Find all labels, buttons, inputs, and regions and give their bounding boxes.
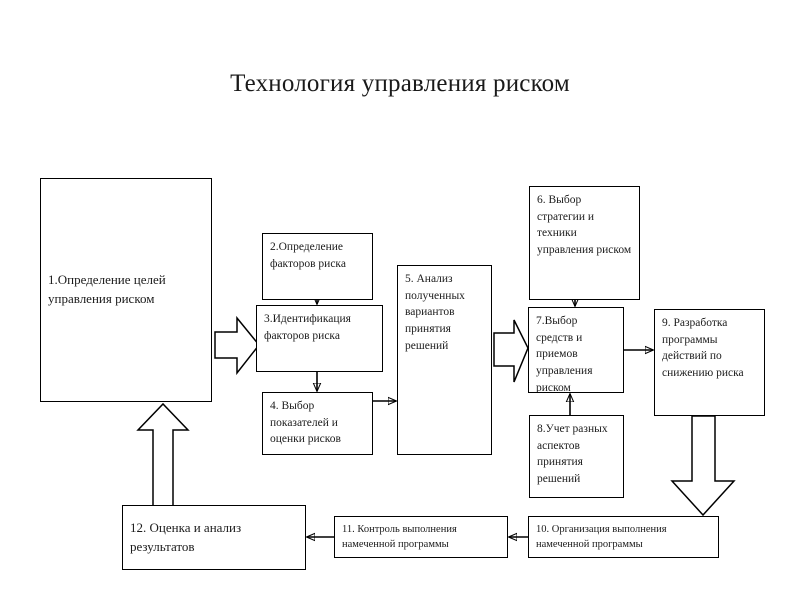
edge-1-to-3-block-arrow	[214, 315, 260, 376]
node-12-evaluate-and-analyze-results[interactable]: 12. Оценка и анализ результатов	[122, 505, 306, 570]
node-9-develop-risk-reduction-program[interactable]: 9. Разработка программы действий по сниж…	[654, 309, 765, 416]
node-2-label: 2.Определение факторов риска	[270, 241, 346, 270]
node-3-label: 3.Идентификация факторов риска	[264, 313, 351, 342]
node-7-label: 7.Выбор средств и приемов управления рис…	[536, 315, 593, 393]
node-7-select-risk-management-tools[interactable]: 7.Выбор средств и приемов управления рис…	[528, 307, 624, 393]
node-11-monitor-program-execution[interactable]: 11. Контроль выполнения намеченной прогр…	[334, 516, 508, 558]
node-1-label: 1.Определение целей управления риском	[48, 272, 166, 306]
node-6-label: 6. Выбор стратегии и техники управления …	[537, 194, 632, 257]
node-10-organize-program-execution[interactable]: 10. Организация выполнения намеченной пр…	[528, 516, 719, 558]
node-1-define-risk-management-goals[interactable]: 1.Определение целей управления риском	[40, 178, 212, 402]
node-10-label: 10. Организация выполнения намеченной пр…	[536, 523, 667, 550]
node-3-identify-risk-factors[interactable]: 3.Идентификация факторов риска	[256, 305, 383, 372]
node-6-select-risk-management-strategy[interactable]: 6. Выбор стратегии и техники управления …	[529, 186, 640, 300]
node-4-select-indicators-and-risk-estimates[interactable]: 4. Выбор показателей и оценки рисков	[262, 392, 373, 455]
node-11-label: 11. Контроль выполнения намеченной прогр…	[342, 523, 457, 550]
edge-9-to-10-block-arrow	[670, 415, 736, 517]
node-2-define-risk-factors[interactable]: 2.Определение факторов риска	[262, 233, 373, 300]
node-9-label: 9. Разработка программы действий по сниж…	[662, 317, 744, 380]
edge-12-to-1-block-arrow	[136, 402, 190, 507]
node-5-label: 5. Анализ полученных вариантов принятия …	[405, 273, 465, 352]
node-8-account-for-decision-aspects[interactable]: 8.Учет разных аспектов принятия решений	[529, 415, 624, 498]
page-title: Технология управления риском	[230, 70, 570, 97]
node-4-label: 4. Выбор показателей и оценки рисков	[270, 400, 341, 446]
node-12-label: 12. Оценка и анализ результатов	[130, 519, 242, 554]
edge-5-to-7-block-arrow	[493, 319, 529, 383]
node-5-analyze-decision-options[interactable]: 5. Анализ полученных вариантов принятия …	[397, 265, 492, 455]
node-8-label: 8.Учет разных аспектов принятия решений	[537, 423, 608, 486]
